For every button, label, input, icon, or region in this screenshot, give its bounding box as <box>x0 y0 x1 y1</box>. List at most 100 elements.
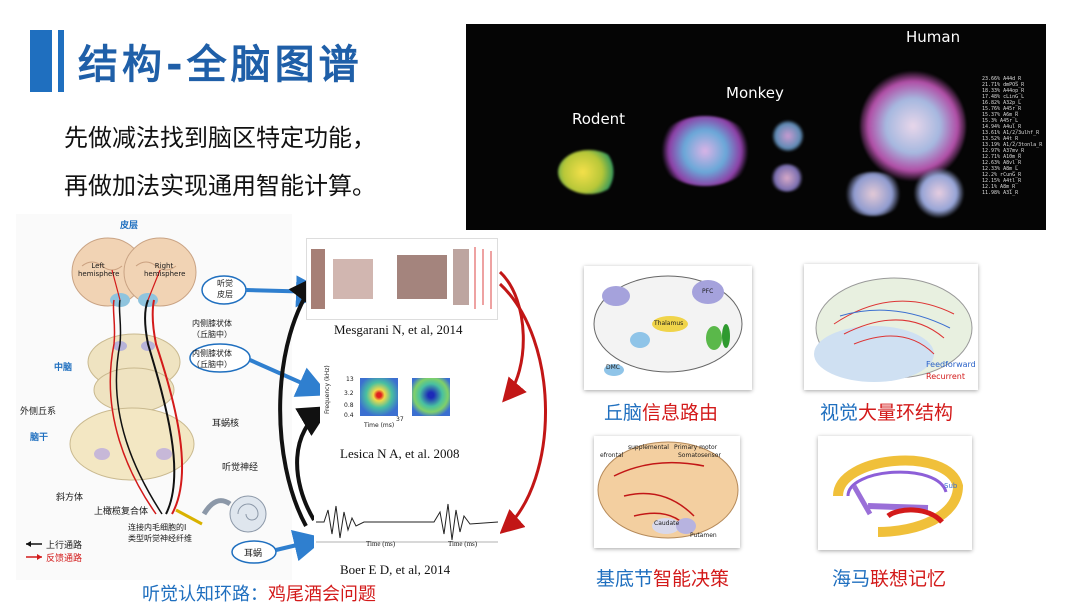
lateral-lemniscus-label: 外侧丘系 <box>20 407 57 417</box>
human-label: Human <box>906 28 961 46</box>
atlas-stat-item: 12.63% A8vl_R <box>982 160 1022 166</box>
atlas-stat-item: 14.94% A4ul_R <box>982 124 1022 130</box>
dmc-label: DMC <box>606 364 620 371</box>
caption-suffix: 鸡尾酒会问题 <box>268 584 376 605</box>
atlas-stat-item: 13.19% A1/2/3tonla_R <box>982 142 1043 148</box>
rodent-label: Rodent <box>572 110 626 128</box>
wave-xlabel-1: Time (ms) <box>366 540 396 548</box>
midbrain-label: 中脑 <box>54 363 73 373</box>
atlas-stat-item: 17.48% cLinG_L <box>982 94 1025 100</box>
hair-cell-fiber-label: 连接内毛细胞的I 类型听觉神经纤维 <box>128 523 192 543</box>
strf-heatmap-2 <box>412 378 450 416</box>
strf-xmax: 37 <box>396 416 404 423</box>
atlas-stat-item: 18.33% A44op_R <box>982 88 1025 94</box>
auditory-loop-caption: 听觉认知环路：鸡尾酒会问题 <box>142 580 376 606</box>
caption-mesgarani: Mesgarani N, et al, 2014 <box>334 322 463 337</box>
hippo-cap-a: 海马 <box>832 568 871 590</box>
atlas-stat-item: 13.61% A1/2/3ulhf_R <box>982 130 1040 136</box>
recurrent-label: Recurrent <box>926 372 965 381</box>
pfc-label: PFC <box>702 288 714 295</box>
brainstem-label: 脑干 <box>30 433 49 443</box>
hippocampus-diagram <box>833 455 964 537</box>
hippocampus-panel: Sub <box>818 436 972 550</box>
atlas-stat-item: 12.2% rCunG_R <box>982 172 1022 178</box>
legend-ascending: 上行通路 <box>46 541 83 551</box>
intro-line-1: 先做减法找到脑区特定功能， <box>64 124 376 152</box>
human-brain-medial <box>914 168 964 218</box>
left-hemisphere-label: Left hemisphere <box>78 262 120 278</box>
atlas-stat-item: 13.52% A4t_R <box>982 136 1019 142</box>
atlas-stat-item: 11.98% A31_R <box>982 190 1019 196</box>
intro-line-2: 再做加法实现通用智能计算。 <box>64 172 376 200</box>
thalamus-diagram <box>593 275 743 376</box>
auditory-cortex-callout: 听觉 皮层 <box>217 279 233 299</box>
atlas-stat-item: 12.15% A4tl_R <box>982 178 1022 184</box>
prefrontal-label: efrontal <box>600 452 624 459</box>
somatosensor-label: Somatosensor <box>678 452 721 459</box>
visual-loop-diagram <box>814 277 973 382</box>
atlas-stat-item: 15.37% A6m_R <box>982 112 1019 118</box>
trapezoid-body-label: 斜方体 <box>56 493 84 503</box>
thalamus-panel: Thalamus PFC DMC <box>584 266 752 390</box>
basal-ganglia-diagram <box>597 441 739 539</box>
strf-tick-2: 3.2 <box>344 390 354 397</box>
rodent-brain <box>558 150 620 194</box>
cochlear-nucleus-label: 耳蜗核 <box>212 419 240 429</box>
caption-boer: Boer E D, et al, 2014 <box>340 562 451 577</box>
basal-caption: 基底节智能决策 <box>596 564 729 591</box>
basal-cap-a: 基底节 <box>596 568 654 590</box>
wave-xlabel-2: Time (ms) <box>448 540 478 548</box>
auditory-pathway-figure: 皮层 Left hemisphere Right hemisphere 听觉 皮… <box>16 214 292 580</box>
atlas-stat-item: 12.97% A37mv_R <box>982 148 1025 154</box>
thalamus-cap-b: 信息路由 <box>642 402 719 424</box>
thalamus-cap-a: 丘脑 <box>604 402 643 424</box>
thalamus-label: Thalamus <box>654 320 684 327</box>
spectrogram-image <box>306 238 498 320</box>
waveform-plot <box>316 503 499 543</box>
atlas-stat-item: 21.71% dmPOS_R <box>982 82 1025 88</box>
strf-heatmap-1 <box>360 378 398 416</box>
monkey-brain-top <box>772 120 804 152</box>
strf-image: Frequency (kHz) 13 3.2 0.8 0.4 Time (ms)… <box>320 365 500 434</box>
atlas-stat-item: 16.82% A32p_L <box>982 100 1022 106</box>
strf-ylabel: Frequency (kHz) <box>324 365 331 414</box>
legend-feedback: 反馈通路 <box>46 554 83 564</box>
cochlea-callout: 耳蜗 <box>244 549 263 559</box>
atlas-stat-item: 12.33% A8m_L <box>982 166 1019 172</box>
strf-tick-1: 13 <box>346 376 354 383</box>
primary-motor-label: Primary motor <box>674 444 718 451</box>
human-brain-lateral <box>842 172 904 216</box>
mgb-label: 内侧膝状体 （丘脑中） <box>192 319 232 339</box>
mgb-callout: 内侧膝状体 （丘脑中） <box>192 349 232 369</box>
monkey-label: Monkey <box>726 84 784 102</box>
basal-ganglia-panel: Primary motor Somatosensor Caudate Putam… <box>594 436 740 548</box>
right-hemisphere-label: Right hemisphere <box>144 262 186 278</box>
caudate-label: Caudate <box>654 520 680 527</box>
basal-cap-b: 智能决策 <box>653 568 730 590</box>
caption-lesica: Lesica N A, et al. 2008 <box>340 446 460 461</box>
strf-tick-3: 0.8 <box>344 402 354 409</box>
human-brain <box>860 70 966 182</box>
auditory-pathway-diagram <box>26 237 277 564</box>
page-title: 结构-全脑图谱 <box>78 42 363 88</box>
visual-caption: 视觉大量环结构 <box>820 398 953 425</box>
title-accent-line <box>58 30 64 92</box>
atlas-stat-item: 15.76% A45r_R <box>982 106 1022 112</box>
atlas-stat-item: 23.66% A44d_R <box>982 76 1022 82</box>
atlas-stat-item: 12.71% A10m_R <box>982 154 1022 160</box>
caption-prefix: 听觉认知环路： <box>142 584 268 605</box>
spectrogram-plot <box>311 247 492 309</box>
hippo-caption: 海马联想记忆 <box>832 564 946 591</box>
waveform-image: Time (ms) Time (ms) <box>314 500 500 560</box>
sub-label: Sub <box>944 482 958 490</box>
monkey-brain-side <box>770 164 804 192</box>
putamen-label: Putamen <box>690 532 717 539</box>
atlas-stat-item: 12.1% A8m_R <box>982 184 1016 190</box>
strf-tick-4: 0.4 <box>344 412 354 419</box>
strf-xlabel: Time (ms) <box>364 422 395 429</box>
olivary-complex-label: 上橄榄复合体 <box>94 507 149 517</box>
visual-cap-a: 视觉 <box>820 402 859 424</box>
